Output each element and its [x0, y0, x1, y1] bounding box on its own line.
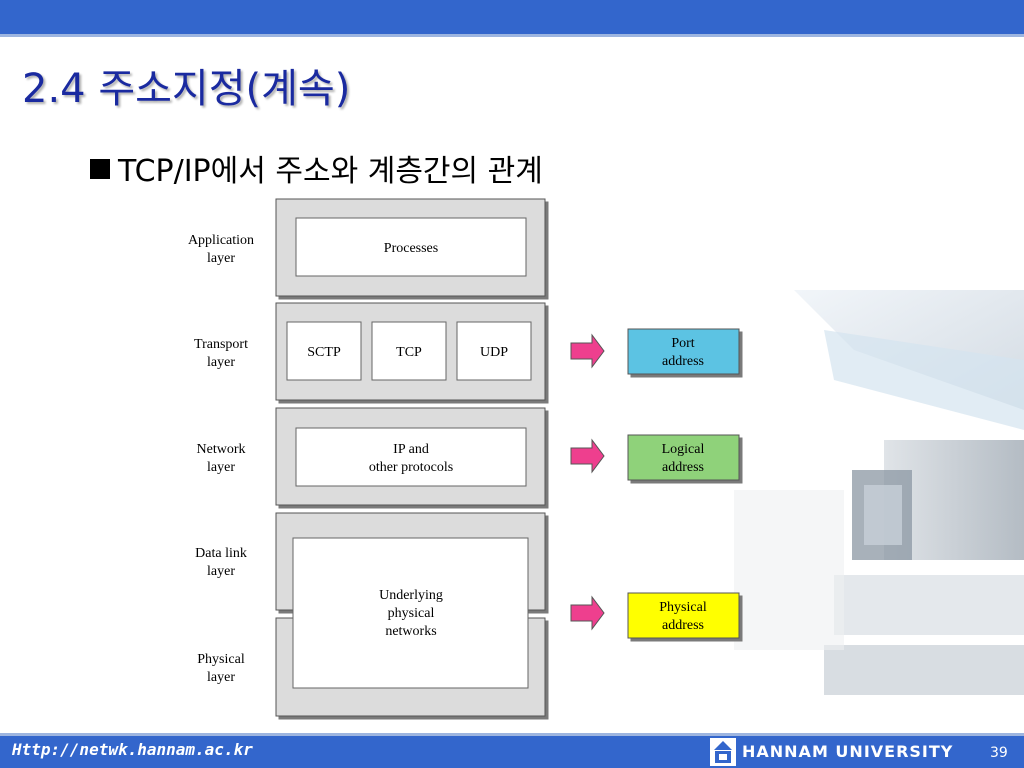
udp-label: UDP	[480, 345, 508, 360]
tcp-box	[371, 321, 447, 381]
bottom-bar	[0, 736, 1024, 768]
bullet-square-icon	[90, 159, 110, 179]
arrow-transport-icon	[570, 333, 605, 369]
slide-title: 2.4 주소지정(계속)	[22, 66, 351, 112]
top-bar	[0, 0, 1024, 34]
bullet-item: TCP/IP에서 주소와 계층간의 관계	[90, 146, 543, 190]
address-boxes	[627, 328, 740, 639]
university-name: HANNAM UNIVERSITY	[742, 742, 954, 761]
top-divider	[0, 34, 1024, 37]
decorative-computer-image	[734, 290, 1024, 695]
protocol-boxes	[286, 217, 532, 689]
arrow-network-icon	[570, 438, 605, 474]
university-logo-icon	[710, 738, 736, 766]
port-address-box	[627, 328, 740, 375]
underlying-networks-box	[292, 537, 529, 689]
sctp-box	[286, 321, 362, 381]
ip-box	[295, 427, 527, 487]
physical-address-box	[627, 592, 740, 639]
arrow-physical-icon	[570, 595, 605, 631]
sctp-label: SCTP	[307, 345, 341, 360]
logical-address-box	[627, 434, 740, 481]
page-number: 39	[990, 745, 1008, 761]
tcp-label: TCP	[396, 345, 422, 360]
arrows	[570, 333, 605, 631]
bottom-divider	[0, 733, 1024, 736]
bullet-text: TCP/IP에서 주소와 계층간의 관계	[118, 154, 543, 189]
processes-box	[295, 217, 527, 277]
udp-box	[456, 321, 532, 381]
processes-label: Processes	[384, 241, 438, 256]
footer-url-link[interactable]: Http://netwk.hannam.ac.kr	[12, 740, 253, 759]
